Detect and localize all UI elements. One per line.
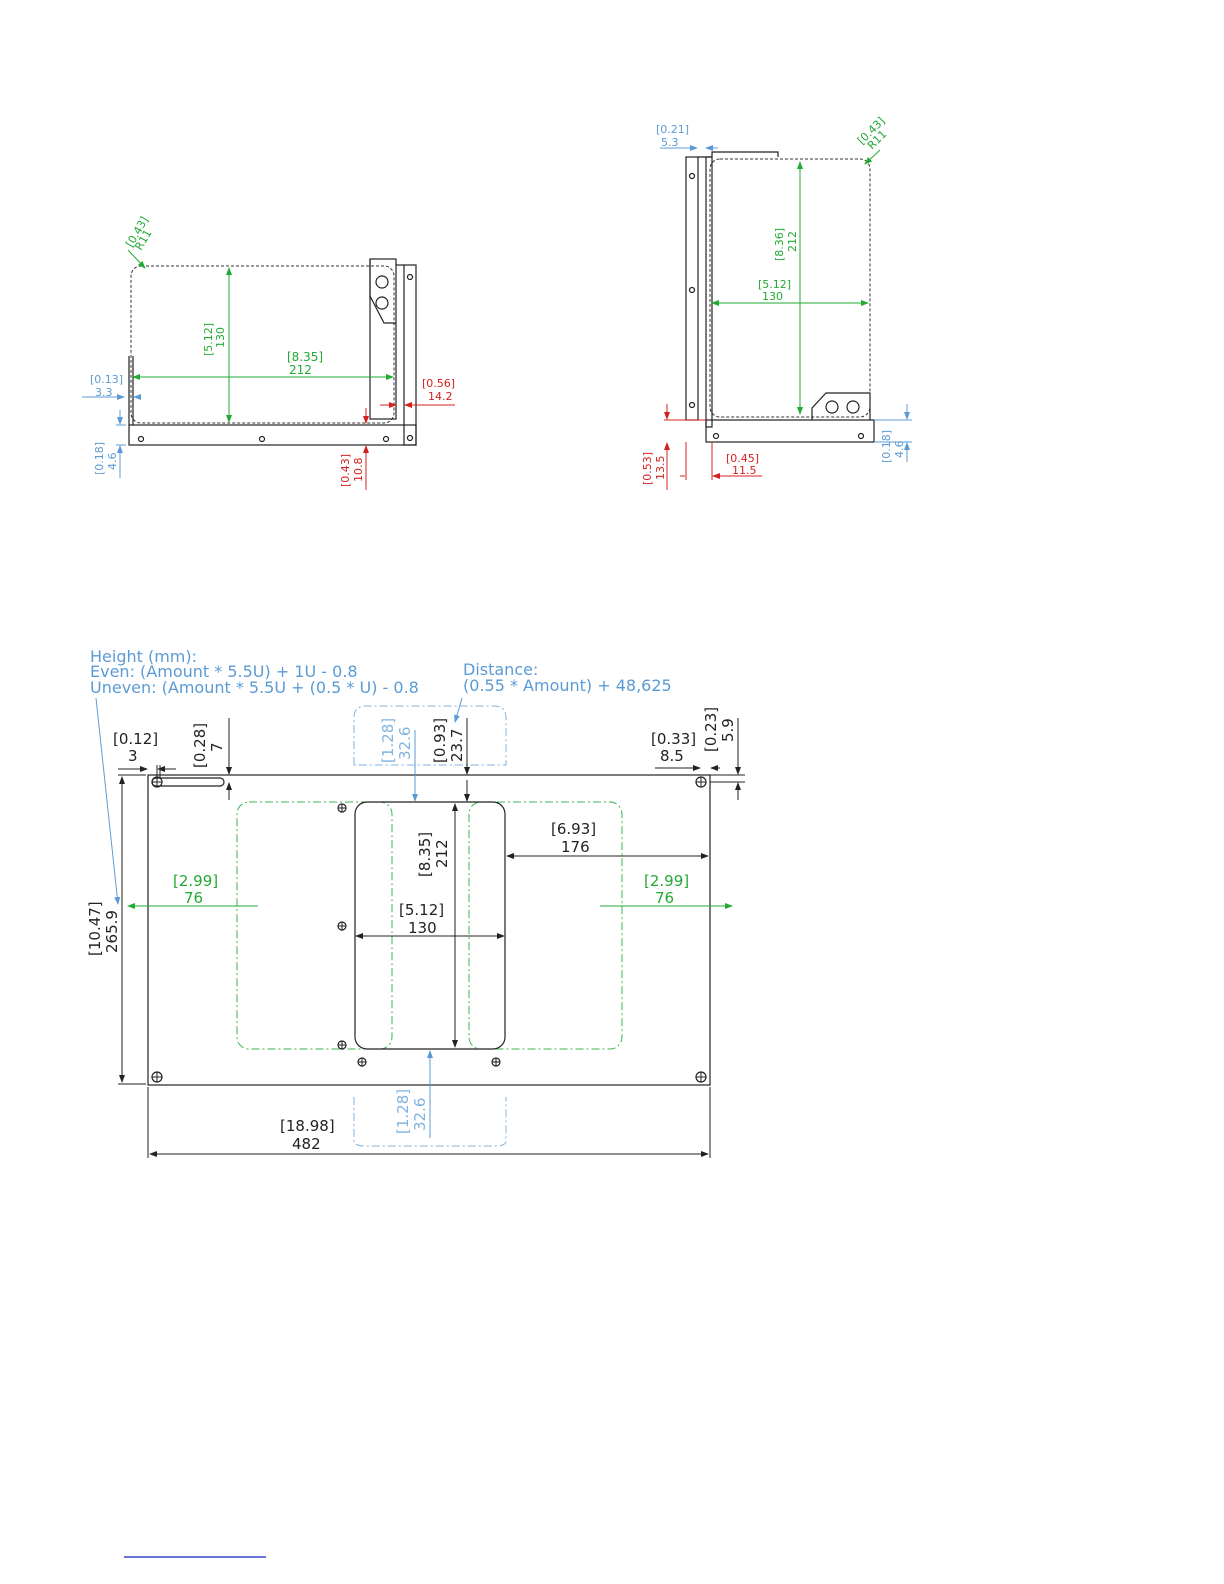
hole-x-mm: 3 [128,747,138,765]
rv-left-bottom-in: [0.53] [641,452,654,485]
right-side-mm: 76 [655,889,674,907]
cutout-height-mm: 212 [433,839,451,868]
mount-hole [151,1071,163,1083]
right-dist-mm: 176 [561,838,590,856]
screw-hole [337,921,347,931]
total-height-mm: 265.9 [103,910,121,953]
lv-right-offset-mm: 14.2 [428,390,453,403]
lv-width-mm: 212 [289,363,312,377]
lv-bottom-offset-in: [0.18] [93,442,106,475]
right-hole-y-in: [0.23] [702,707,720,752]
top-gap2-in: [0.93] [431,718,449,763]
cutout-width-in: [5.12] [399,901,444,919]
screw-hole [491,1057,501,1067]
right-hole-x-mm: 8.5 [660,747,684,765]
mount-hole [695,1071,707,1083]
rv-height-mm: 212 [786,231,799,252]
bottom-gap-mm: 32.6 [411,1098,429,1131]
lv-left-offset-mm: 3.3 [95,386,113,399]
rv-height-in: [8.36] [773,228,786,261]
right-side-in: [2.99] [644,872,689,890]
top-gap-mm: 32.6 [396,727,414,760]
top-gap-in: [1.28] [379,718,397,763]
top-gap2-mm: 23.7 [448,729,466,762]
screw-hole [337,1040,347,1050]
left-side-mm: 76 [184,889,203,907]
rv-top-offset-mm: 5.3 [661,136,679,149]
height-note-title: Height (mm): [90,647,197,666]
lv-height-mm: 130 [214,327,227,348]
front-panel-view: Height (mm): Even: (Amount * 5.5U) + 1U … [86,647,745,1158]
total-width-mm: 482 [292,1135,321,1153]
total-height-in: [10.47] [86,901,104,956]
lv-bottom-offset-mm: 4.6 [106,453,119,471]
left-side-view: [0.43] R11 [5.12] 130 [8.35] 212 [0.13] … [82,214,455,490]
left-side-in: [2.99] [173,872,218,890]
total-width-in: [18.98] [280,1117,335,1135]
bottom-gap-in: [1.28] [394,1089,412,1134]
lv-width-in: [8.35] [287,350,323,364]
lv-bottom-right-in: [0.43] [339,454,352,487]
cutout-width-mm: 130 [408,919,437,937]
mount-hole [695,776,707,788]
height-note-even: Even: (Amount * 5.5U) + 1U - 0.8 [90,662,358,681]
rv-width-in: [5.12] [758,278,791,291]
screw-hole [357,1057,367,1067]
right-hole-y-mm: 5.9 [719,718,737,742]
distance-note-formula: (0.55 * Amount) + 48,625 [463,676,672,695]
right-side-view: [0.43] R11 [8.36] 212 [5.12] 130 [0.21] … [641,115,912,490]
cutout-height-in: [8.35] [416,832,434,877]
lv-left-offset-in: [0.13] [90,373,123,386]
lv-right-offset-in: [0.56] [422,377,455,390]
screw-hole [337,803,347,813]
right-hole-x-in: [0.33] [651,730,696,748]
height-note-uneven: Uneven: (Amount * 5.5U + (0.5 * U) - 0.8 [90,678,419,697]
rv-bottom-width-mm: 11.5 [732,464,757,477]
rv-right-bottom-mm: 4.6 [893,441,906,459]
rv-top-offset-in: [0.21] [656,123,689,136]
hole-y-in: [0.28] [191,723,209,768]
rv-width-mm: 130 [762,290,783,303]
right-dist-in: [6.93] [551,820,596,838]
hole-x-in: [0.12] [113,730,158,748]
lv-bottom-right-mm: 10.8 [352,458,365,483]
rv-right-bottom-in: [0.18] [880,430,893,463]
hole-y-mm: 7 [208,742,226,752]
distance-note-title: Distance: [463,660,538,679]
rv-left-bottom-mm: 13.5 [654,456,667,481]
lv-height-in: [5.12] [202,323,215,356]
rv-bottom-width-in: [0.45] [726,452,759,465]
